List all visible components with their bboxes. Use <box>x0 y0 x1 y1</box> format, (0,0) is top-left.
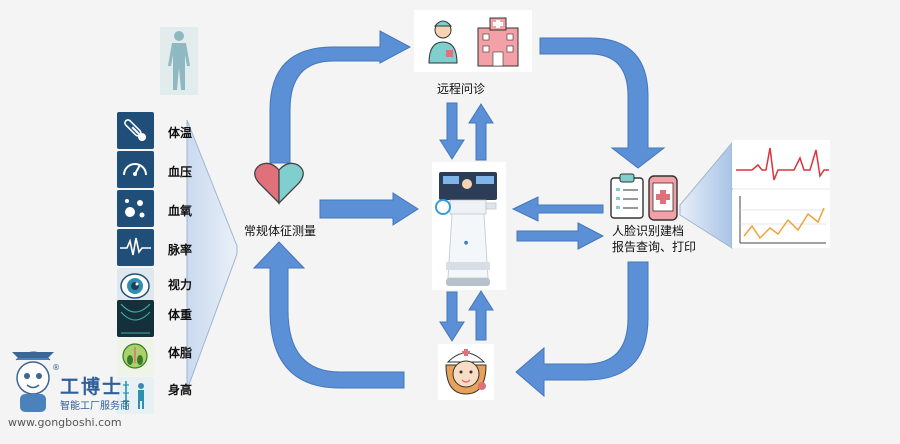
watermark-tagline: 智能工厂服务商 <box>60 401 130 412</box>
arrow-faceid-to-robot <box>511 196 604 222</box>
face-id-label-line1: 人脸识别建档 <box>612 224 685 238</box>
arrow-faceid-to-nurse <box>515 261 649 398</box>
metric-label-pulse: 脉率 <box>168 243 193 257</box>
arrow-robot-up <box>468 103 494 161</box>
arrow-remote-to-faceid <box>539 37 666 169</box>
metric-tile-scale <box>117 300 154 337</box>
arrow-robot-to-faceid <box>516 222 605 250</box>
arrow-remote-down <box>439 102 465 160</box>
metric-label-height: 身高 <box>168 383 193 397</box>
human-body-icon <box>160 27 198 95</box>
gauge-icon <box>123 163 147 176</box>
metric-label-vision: 视力 <box>168 278 193 292</box>
arrow-routine-to-remote <box>269 30 412 164</box>
trend-chart-icon <box>732 190 830 248</box>
metric-tile-thermometer <box>117 112 154 149</box>
remote-consult-label: 远程问诊 <box>437 82 486 96</box>
metric-tile-body-fat <box>117 339 154 376</box>
metric-tile-eye <box>117 268 154 305</box>
arrow-nurse-up <box>468 290 494 341</box>
metrics-funnel <box>186 119 238 391</box>
svg-text:●: ● <box>464 240 469 246</box>
phone-icon <box>648 175 678 221</box>
face-id-label-line2: 报告查询、打印 <box>612 240 697 254</box>
height-icon <box>123 381 144 410</box>
metric-tile-gauge <box>117 151 154 188</box>
body-fat-icon <box>122 343 148 369</box>
clipboard-icon <box>610 173 644 219</box>
eye-icon <box>120 273 150 299</box>
metric-tile-height <box>117 377 154 414</box>
scale-icon <box>120 303 151 334</box>
charts-funnel <box>679 141 733 249</box>
oxygen-bubbles-icon <box>125 199 145 218</box>
watermark-reg: ® <box>52 363 60 372</box>
arrow-nurse-to-routine <box>252 241 405 389</box>
metric-label-body-fat: 体脂 <box>168 346 193 360</box>
metric-label-blood-oxygen: 血氧 <box>168 204 193 218</box>
nurse-icon <box>438 344 494 400</box>
watermark-brand: 工博士 <box>60 376 124 398</box>
metric-label-temperature: 体温 <box>168 126 193 140</box>
metric-label-blood-pressure: 血压 <box>168 165 193 179</box>
robot-icon: ● <box>432 162 506 290</box>
thermometer-icon <box>124 119 147 142</box>
watermark-url: www.gongboshi.com <box>8 416 122 429</box>
pulse-wave-icon <box>120 237 151 256</box>
heart-icon <box>254 162 304 205</box>
arrow-routine-to-robot <box>319 192 419 226</box>
routine-measurement-label: 常规体征测量 <box>244 224 317 238</box>
mascot-logo <box>12 351 54 412</box>
metric-tile-oxygen <box>117 190 154 227</box>
metric-tile-pulse <box>117 229 154 266</box>
hospital-icon <box>477 17 519 67</box>
metric-label-weight: 体重 <box>168 308 193 322</box>
arrow-robot-down <box>439 291 465 342</box>
ecg-chart-icon <box>732 140 830 188</box>
